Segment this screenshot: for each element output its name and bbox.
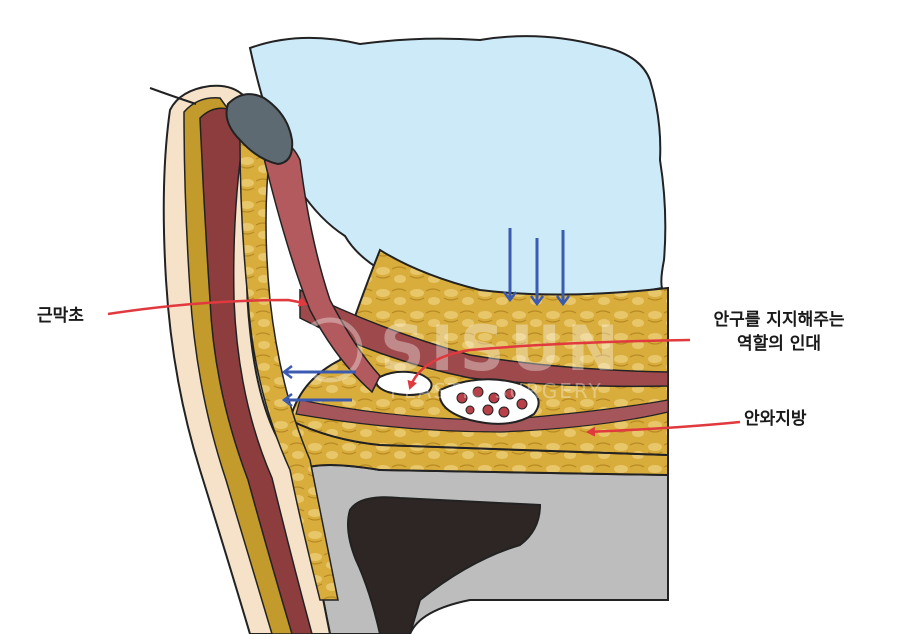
label-orbital-fat: 안와지방 xyxy=(744,409,807,429)
fascia-leader xyxy=(107,297,308,316)
orbital-fat-leader xyxy=(586,420,741,437)
muscle-strand xyxy=(299,288,669,388)
pressure-arrows-left xyxy=(281,365,356,407)
eyelid-inner-fat xyxy=(239,135,339,601)
orbicularis-muscle xyxy=(199,107,313,634)
label-ligament-line1: 안구를 지지해주는 xyxy=(713,310,845,330)
tarsal-plate xyxy=(225,93,294,166)
septum-fascia xyxy=(261,141,381,394)
bone-cavity xyxy=(347,496,542,634)
support-ligament xyxy=(375,370,433,396)
muscle-strand-lower xyxy=(295,399,669,433)
label-ligament-line2: 역할의 인대 xyxy=(736,334,822,354)
label-fascia: 근막초 xyxy=(37,306,84,326)
watermark-sub: PLASTIC SURGERY xyxy=(390,379,603,403)
eyeball xyxy=(248,35,667,308)
pressure-arrows-down xyxy=(503,228,570,307)
ligament-leader xyxy=(407,338,691,390)
label-ligament: 안구를 지지해주는 역할의 인대 xyxy=(694,308,864,356)
eyelash xyxy=(149,87,197,105)
blood-cells xyxy=(456,386,528,418)
